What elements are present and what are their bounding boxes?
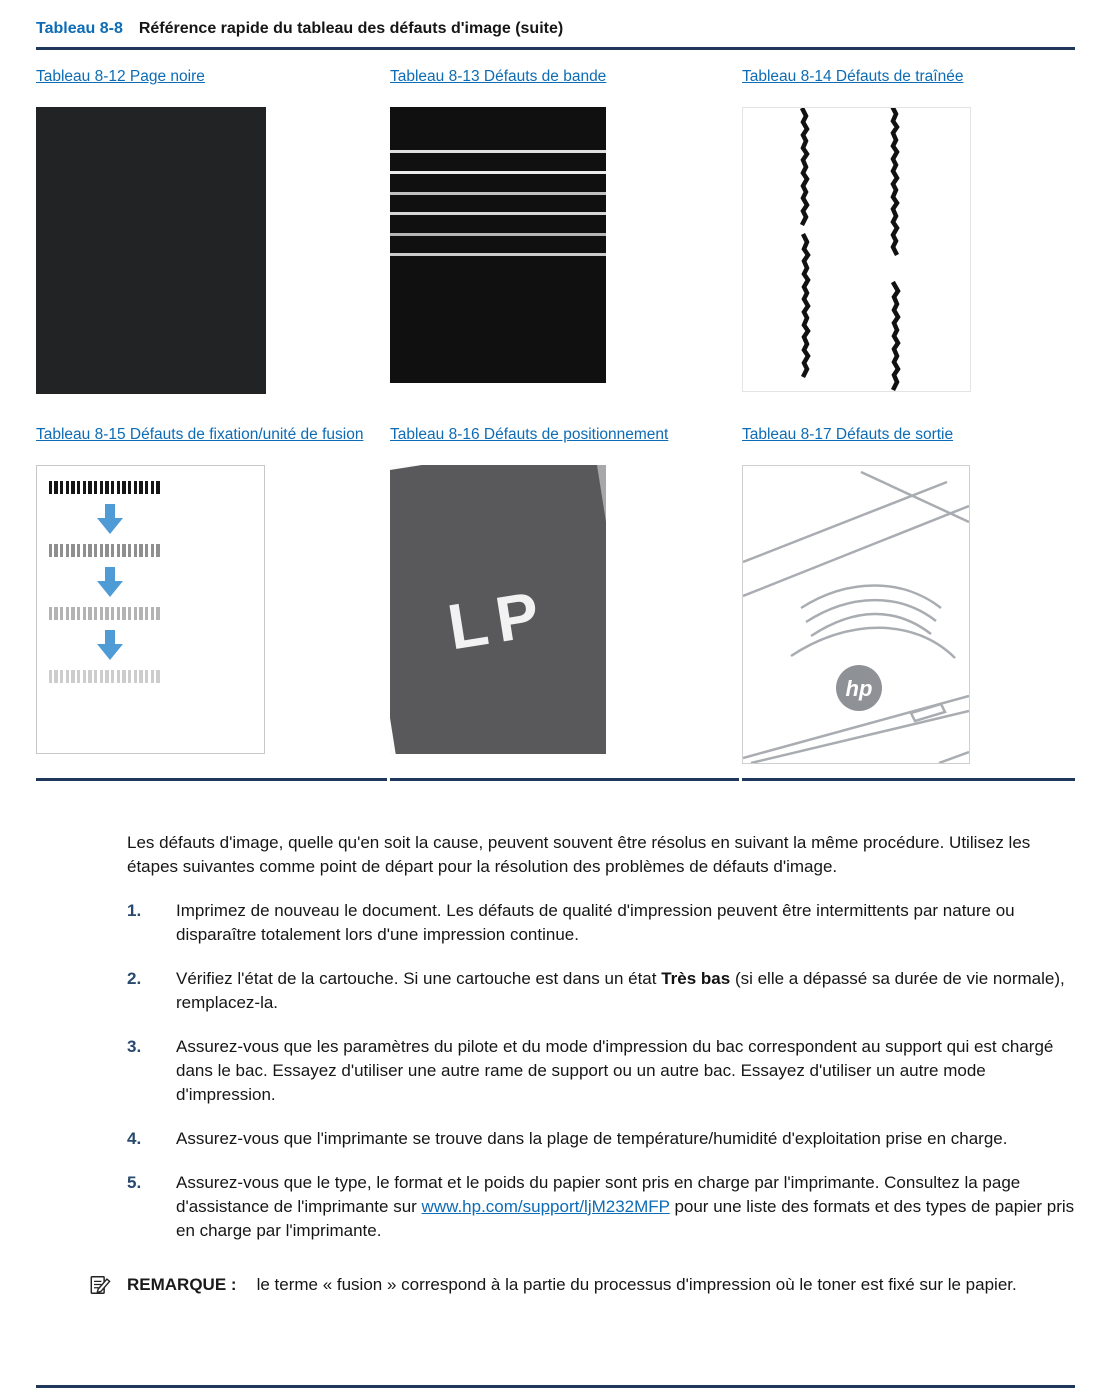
step-4: 4. Assurez-vous que l'imprimante se trou…	[127, 1127, 1075, 1151]
lp-sample-text: LP	[443, 576, 553, 664]
registration-image: LP	[390, 465, 606, 754]
hp-logo-icon	[836, 665, 882, 711]
fixation-image	[36, 465, 265, 754]
streaks-image	[742, 107, 971, 392]
printer-image: hp	[742, 465, 970, 764]
barcode-row	[49, 670, 161, 683]
down-arrow-icon	[97, 567, 123, 597]
barcode-row	[49, 544, 161, 557]
barcode-row	[49, 607, 161, 620]
caption-rule	[36, 47, 1075, 50]
step-text: Imprimez de nouveau le document. Les déf…	[176, 901, 1015, 944]
link-tableau-8-16[interactable]: Tableau 8-16 Défauts de positionnement	[390, 426, 669, 443]
link-tableau-8-17[interactable]: Tableau 8-17 Défauts de sortie	[742, 426, 954, 443]
figure-banding	[390, 107, 606, 383]
step-2: 2. Vérifiez l'état de la cartouche. Si u…	[127, 967, 1075, 1015]
down-arrow-icon	[97, 630, 123, 660]
note-block: REMARQUE : le terme « fusion » correspond…	[90, 1273, 1075, 1297]
step-text-post: pour une liste des formats et des types …	[176, 1197, 1075, 1240]
step-3: 3. Assurez-vous que les paramètres du pi…	[127, 1035, 1075, 1107]
step-5: 5. Assurez-vous que le type, le format e…	[127, 1171, 1075, 1243]
table-cell: Tableau 8-17 Défauts de sortie	[742, 424, 1075, 781]
step-number: 4.	[127, 1129, 142, 1148]
step-number: 3.	[127, 1037, 142, 1056]
barcode-row	[49, 481, 161, 494]
note-text: le terme « fusion » correspond à la part…	[256, 1275, 1017, 1294]
figure-streaks	[742, 107, 971, 392]
step-text-post: (si elle a dépassé sa durée de vie norma…	[176, 969, 1065, 1012]
link-tableau-8-15[interactable]: Tableau 8-15 Défauts de fixation/unité d…	[36, 426, 364, 443]
figure-black-page	[36, 107, 266, 394]
step-number: 2.	[127, 969, 142, 988]
table-caption-title: Référence rapide du tableau des défauts …	[138, 20, 564, 37]
figure-registration: LP	[390, 465, 606, 754]
step-text: Assurez-vous que le type, le format et l…	[176, 1171, 1075, 1243]
defects-table: Tableau 8-12 Page noire Tableau 8-13 Déf…	[36, 66, 1075, 781]
link-tableau-8-12[interactable]: Tableau 8-12 Page noire	[36, 68, 205, 85]
step-text-pre: Vérifiez l'état de la cartouche. Si une …	[176, 969, 662, 988]
step-number: 1.	[127, 901, 142, 920]
table-cell: Tableau 8-13 Défauts de bande	[390, 66, 742, 394]
hp-logo-text: hp	[846, 676, 873, 701]
step-number: 5.	[127, 1173, 142, 1192]
banding-image	[390, 107, 606, 383]
step-text: Vérifiez l'état de la cartouche. Si une …	[176, 967, 1075, 1015]
table-caption-label: Tableau 8-8	[36, 20, 123, 37]
figure-output: hp	[742, 465, 970, 764]
link-tableau-8-13[interactable]: Tableau 8-13 Défauts de bande	[390, 68, 607, 85]
table-cell: Tableau 8-15 Défauts de fixation/unité d…	[36, 424, 387, 781]
table-cell: Tableau 8-12 Page noire	[36, 66, 390, 394]
table-cell: Tableau 8-14 Défauts de traînée	[742, 66, 1075, 394]
step-text: Assurez-vous que l'imprimante se trouve …	[176, 1129, 1008, 1148]
step-text-bold: Très bas	[661, 969, 731, 988]
black-page-image	[36, 107, 266, 394]
figure-fixation	[36, 465, 265, 754]
page-bottom-rule	[36, 1385, 1075, 1388]
down-arrow-icon	[97, 504, 123, 534]
step-1: 1. Imprimez de nouveau le document. Les …	[127, 899, 1075, 947]
table-caption: Tableau 8-8 Référence rapide du tableau d…	[36, 20, 1075, 38]
note-label: REMARQUE :	[127, 1275, 237, 1294]
note-icon	[90, 1276, 111, 1294]
support-url-link[interactable]: www.hp.com/support/ljM232MFP	[421, 1197, 670, 1216]
table-cell: Tableau 8-16 Défauts de positionnement L…	[390, 424, 739, 781]
intro-paragraph: Les défauts d'image, quelle qu'en soit l…	[127, 833, 1031, 876]
step-text: Assurez-vous que les paramètres du pilot…	[176, 1037, 1054, 1104]
skewed-page: LP	[390, 465, 606, 754]
step-text-pre: Assurez-vous que le type, le format et l…	[176, 1173, 1021, 1216]
link-tableau-8-14[interactable]: Tableau 8-14 Défauts de traînée	[742, 68, 964, 85]
body-content: Les défauts d'image, quelle qu'en soit l…	[36, 831, 1075, 1297]
